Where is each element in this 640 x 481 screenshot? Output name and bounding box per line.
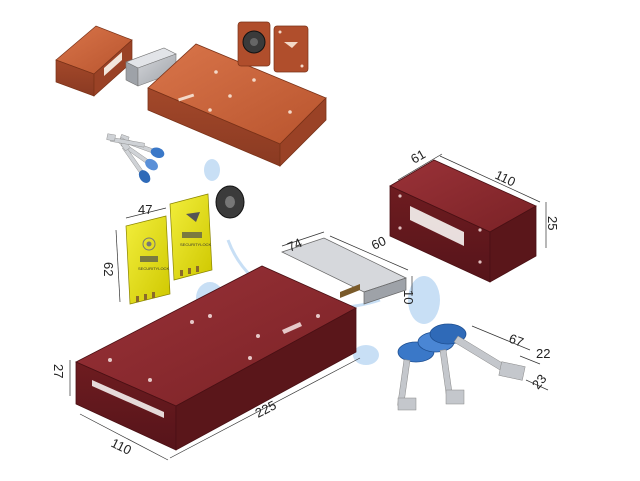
red-keeper-box <box>389 159 537 283</box>
key-blade-length-label: 67 <box>507 331 526 350</box>
yellow-escutcheon-left: SECURITYLOCK <box>125 215 171 305</box>
keeper-length-label: 110 <box>493 167 518 189</box>
orange-lock-body <box>147 43 327 167</box>
bolt-thickness-label: 10 <box>401 290 416 304</box>
main-lock-screws <box>108 314 320 382</box>
bolt-width-label: 60 <box>369 233 388 253</box>
orange-keeper-box <box>55 25 133 97</box>
lock-width-label: 110 <box>109 435 134 458</box>
key-3 <box>429 323 526 381</box>
main-lock-body <box>75 237 407 451</box>
escutcheon-screws-right <box>180 266 199 276</box>
lock-depth-label: 27 <box>51 364 66 378</box>
escutcheon-brand-left: SECURITYLOCK <box>138 266 169 271</box>
key-bit-height-label: 23 <box>529 371 550 392</box>
escutcheon-width-label: 47 <box>138 202 152 217</box>
main-lock-bolt <box>281 237 407 305</box>
keeper-dimension-lines <box>397 153 547 248</box>
main-lock-dimension-lines <box>69 231 413 461</box>
orange-lock-keys <box>106 133 165 183</box>
orange-lock-bolt <box>125 47 177 87</box>
orange-escutcheon-keyhole <box>273 25 309 73</box>
orange-escutcheon-round <box>237 21 271 67</box>
bolt-length-label: 74 <box>285 235 304 255</box>
yellow-escutcheon-right: SECURITYLOCK <box>169 193 213 281</box>
key-bit-width-label: 22 <box>536 346 550 361</box>
keeper-depth-label: 25 <box>545 216 560 230</box>
escutcheon-dimension-lines <box>115 207 167 303</box>
round-escutcheon-black <box>215 185 245 219</box>
escutcheon-screws-left <box>136 292 155 302</box>
blue-key-set <box>397 323 526 411</box>
escutcheon-height-label: 62 <box>101 262 116 276</box>
keeper-width-label: 61 <box>408 146 428 166</box>
orange-lock-assembly <box>55 21 327 183</box>
escutcheon-brand-right: SECURITYLOCK <box>180 242 211 247</box>
key-dimension-lines <box>471 325 549 391</box>
key-1 <box>397 341 435 411</box>
